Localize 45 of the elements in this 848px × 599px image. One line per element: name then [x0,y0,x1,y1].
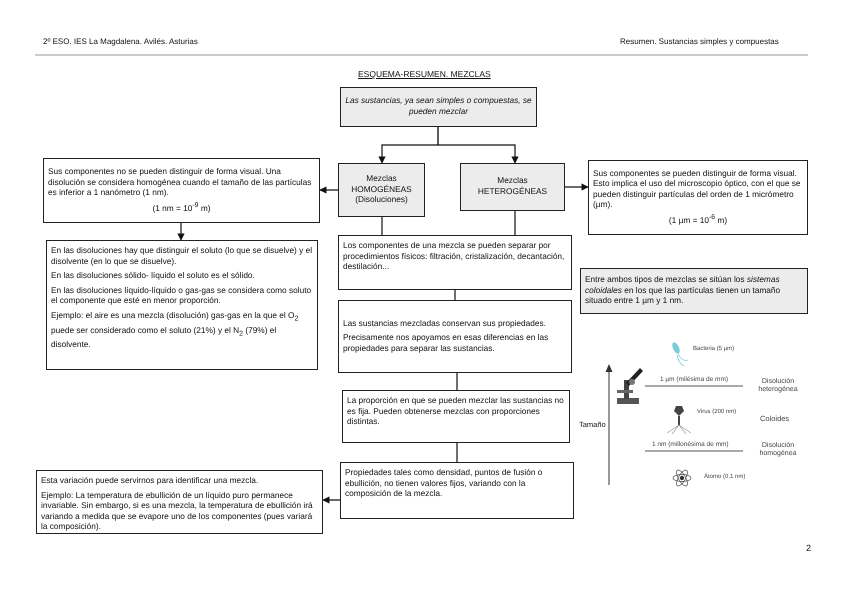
box-text: La proporción en que se pueden mezclar las sustancias no es fija. Pueden obtenerse mezclas con proporciones distintas. [347,395,565,427]
box-text: Mezclas HOMOGÉNEAS (Disoluciones) [350,173,413,205]
header-text: Resumen. Sustancias simples y compuestas [620,37,779,46]
diagram-title: ESQUEMA-RESUMEN. MEZCLAS [358,69,491,79]
box-text: En las disoluciones líquido-líquido o gas-gas se considera como soluto el componente que esté en menor proporción. [51,284,312,306]
header-text: 2º ESO. IES La Magdalena. Avilés. Asturias [43,37,198,46]
box-text: Sus componentes no se pueden distinguir de forma visual. Una disolución se considera homogénea cuando el tamaño de las partículas es inferior a 1 nanómetro (1 nm). [48,166,312,198]
box-text: En las disoluciones hay que distinguir el soluto (lo que se disuelve) y el disolvente (en lo que se disuelve). [51,245,313,266]
connector-line [381,217,383,235]
text-box [43,158,320,223]
box-text: (1 µm = 10$^{-6}$ m) [668,214,728,226]
shaded-box [340,87,537,127]
text-box [588,160,808,235]
text-box [46,240,318,370]
connector-line [456,443,458,462]
box-text: Sus componentes se pueden distinguir de forma visual. Esto implica el uso del microscopio óptico, con el que se pueden distinguir partículas del orden de 1 micrómetro (µm). [593,168,802,210]
text-box [338,235,572,290]
connector-line [454,290,456,300]
text-box [340,462,574,519]
box-text: Mezclas HETEROGÉNEAS [476,175,548,197]
shaded-box [580,268,808,314]
shaded-box [338,163,425,217]
connector-line [456,373,458,390]
box-text: Ejemplo: el aire es una mezcla (disolución) gas-gas en la que el O$_{2}$ puede ser considerado como el soluto (21%) y el N$_{2}$ (79%) el disolvente. [51,310,300,350]
box-text: Los componentes de una mezcla se pueden separar por procedimientos físicos: filtración, cristalización, decantación, destilación... [343,240,566,272]
box-text: (1 nm = 10$^{-9}$ m) [151,202,212,214]
text-box [342,390,570,443]
arrow [322,496,340,504]
arrow [319,186,338,194]
box-text: En las disoluciones sólido- líquido el soluto es el sólido. [51,270,256,281]
connector-line [514,211,516,235]
arrow [177,223,185,241]
text-box [338,300,572,373]
arrow [565,183,589,191]
box-text: Propiedades tales como densidad, puntos de fusión o ebullición, no tienen valores fijos, variando con la composición de la mezcla. [345,467,544,499]
box-text: Esta variación puede servirnos para identificar una mezcla. [41,475,260,486]
page-number: 2 [806,543,812,553]
box-text: Las sustancias, ya sean simples o compuestas, se pueden mezclar [345,95,532,117]
box-text: Entre ambos tipos de mezclas se sitúan los sistemas coloidales en los que las partículas tienen un tamaño situado entre 1 µm y 1 nm. [585,274,782,306]
arrow [437,127,519,164]
shaded-box [460,163,565,211]
box-text: Precisamente nos apoyamos en esas diferencias en las propiedades para separar las sustancias. [343,332,550,354]
box-text: Las sustancias mezcladas conservan sus propiedades. [343,318,547,328]
text-box [36,470,323,534]
box-text: Ejemplo: La temperatura de ebullición de un líquido puro permanece invariable. Sin embargo, si es una mezcla, la temperatura de ebullición irá variando a medida que se evapore uno de los componentes (pues variará la composición). [41,490,314,532]
